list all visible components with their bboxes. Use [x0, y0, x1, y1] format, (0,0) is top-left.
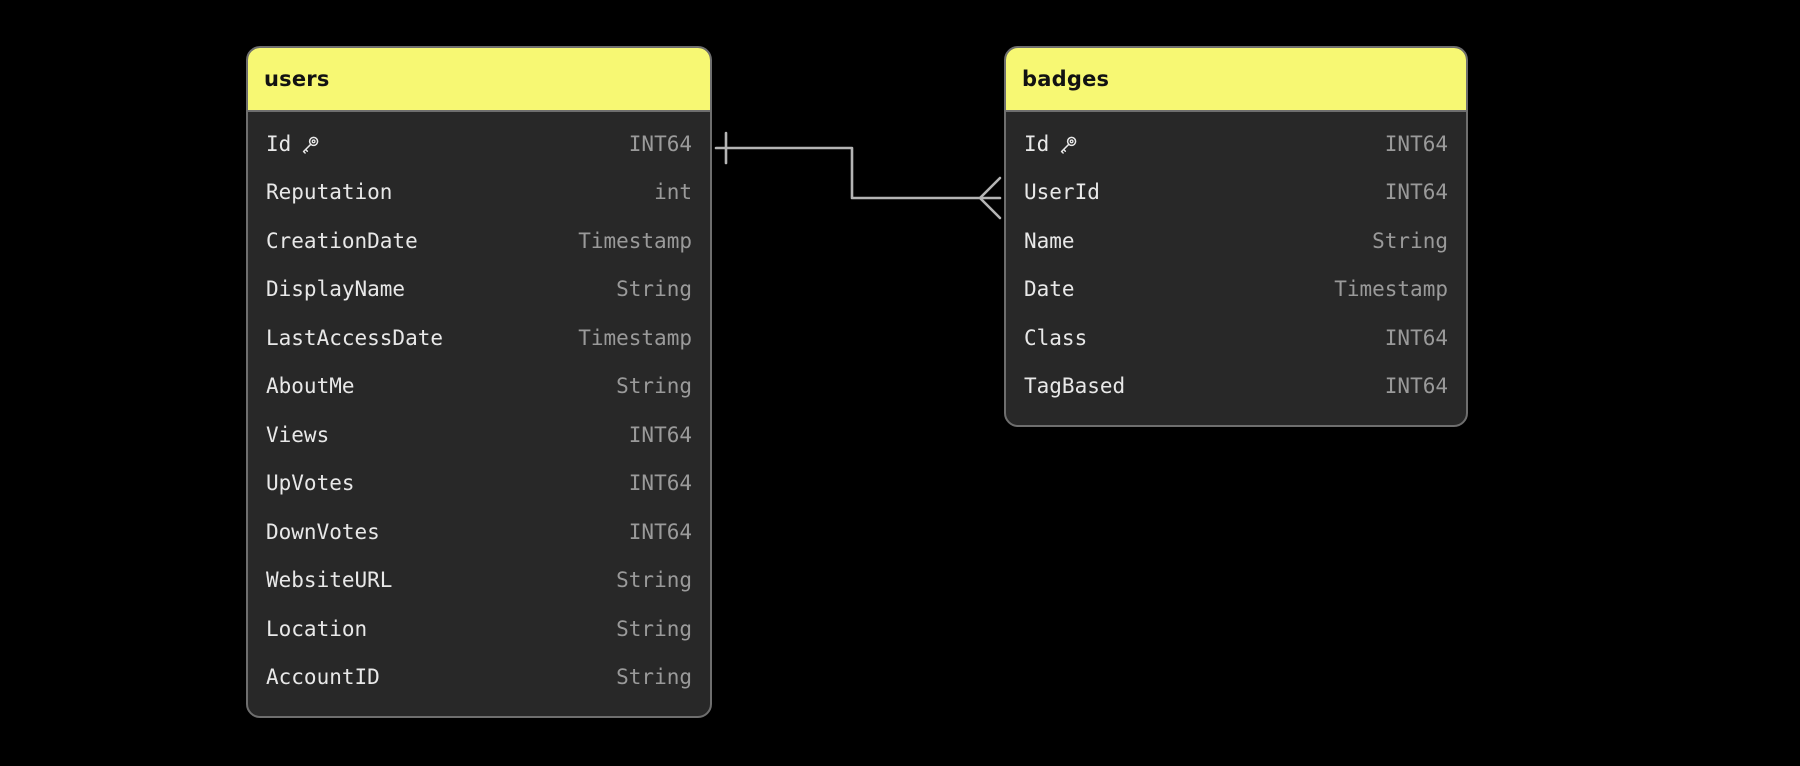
table-header-badges[interactable]: badges	[1006, 48, 1466, 112]
field-label: Location	[266, 616, 368, 641]
field-name-cell: CreationDate	[266, 228, 418, 253]
field-type: Timestamp	[1334, 277, 1448, 302]
relationship-users-badges[interactable]	[714, 131, 1002, 220]
field-label: Id	[1024, 131, 1050, 156]
field-label: Name	[1024, 228, 1075, 253]
field-name-cell: LastAccessDate	[266, 325, 444, 350]
field-type: INT64	[1384, 374, 1448, 399]
field-row-id[interactable]: Id INT64	[248, 120, 710, 169]
field-name-cell: AboutMe	[266, 376, 355, 397]
field-row-lastaccessdate[interactable]: LastAccessDate Timestamp	[248, 314, 710, 363]
field-row-upvotes[interactable]: UpVotes INT64	[248, 460, 710, 509]
field-type: INT64	[1384, 325, 1448, 350]
field-label: LastAccessDate	[266, 325, 444, 350]
table-title-users: users	[264, 66, 330, 91]
table-title-badges: badges	[1022, 66, 1110, 91]
field-type: Timestamp	[578, 325, 692, 350]
field-row-accountid[interactable]: AccountID String	[248, 654, 710, 703]
field-type: String	[616, 665, 692, 690]
entity-table-badges[interactable]: badges Id INT64	[1004, 46, 1468, 427]
field-type: String	[616, 277, 692, 302]
field-name-cell: Views	[266, 422, 330, 447]
field-name-cell: Location	[266, 616, 368, 641]
key-icon	[300, 135, 320, 155]
field-name-cell: Reputation	[266, 182, 392, 203]
field-type: INT64	[628, 471, 692, 496]
field-name-cell: Name	[1024, 228, 1075, 253]
field-label: AboutMe	[266, 374, 355, 399]
field-name-cell: UserId	[1024, 182, 1100, 203]
field-label: UpVotes	[266, 471, 355, 496]
field-label: Views	[266, 422, 330, 447]
field-name-cell: Date	[1024, 279, 1075, 300]
field-type: String	[616, 374, 692, 399]
field-type: INT64	[628, 519, 692, 544]
field-label: AccountID	[266, 665, 380, 690]
field-name-cell: Id	[266, 131, 320, 156]
field-type: INT64	[628, 422, 692, 447]
field-row-tagbased[interactable]: TagBased INT64	[1006, 363, 1466, 412]
entity-table-users[interactable]: users Id INT64	[246, 46, 712, 718]
field-row-name[interactable]: Name String	[1006, 217, 1466, 266]
field-type: INT64	[1384, 180, 1448, 205]
field-name-cell: DisplayName	[266, 279, 405, 300]
field-type: INT64	[1384, 131, 1448, 156]
key-icon	[1058, 135, 1078, 155]
table-header-users[interactable]: users	[248, 48, 710, 112]
field-name-cell: AccountID	[266, 667, 380, 688]
field-row-views[interactable]: Views INT64	[248, 411, 710, 460]
field-row-class[interactable]: Class INT64	[1006, 314, 1466, 363]
field-type: String	[616, 568, 692, 593]
field-row-userid[interactable]: UserId INT64	[1006, 169, 1466, 218]
field-row-aboutme[interactable]: AboutMe String	[248, 363, 710, 412]
field-type: String	[616, 616, 692, 641]
relationship-line	[714, 146, 1002, 200]
field-label: Id	[266, 131, 292, 156]
field-type: String	[1372, 228, 1448, 253]
field-name-cell: DownVotes	[266, 519, 380, 544]
field-row-date[interactable]: Date Timestamp	[1006, 266, 1466, 315]
field-label: DownVotes	[266, 519, 380, 544]
field-row-location[interactable]: Location String	[248, 605, 710, 654]
field-name-cell: UpVotes	[266, 473, 355, 494]
cardinality-many-marker	[978, 176, 1002, 220]
field-row-downvotes[interactable]: DownVotes INT64	[248, 508, 710, 557]
field-row-reputation[interactable]: Reputation int	[248, 169, 710, 218]
field-label: Class	[1024, 325, 1088, 350]
field-row-id[interactable]: Id INT64	[1006, 120, 1466, 169]
field-label: DisplayName	[266, 277, 406, 302]
field-type: int	[654, 180, 692, 205]
field-row-creationdate[interactable]: CreationDate Timestamp	[248, 217, 710, 266]
table-body-users: Id INT64 Reputation	[248, 112, 710, 716]
field-name-cell: WebsiteURL	[266, 570, 392, 591]
field-name-cell: TagBased	[1024, 376, 1125, 397]
field-label: TagBased	[1024, 374, 1126, 399]
field-row-websiteurl[interactable]: WebsiteURL String	[248, 557, 710, 606]
table-body-badges: Id INT64 UserId	[1006, 112, 1466, 425]
field-label: Reputation	[266, 180, 393, 205]
field-type: INT64	[628, 131, 692, 156]
field-row-displayname[interactable]: DisplayName String	[248, 266, 710, 315]
field-label: CreationDate	[266, 228, 418, 253]
field-label: WebsiteURL	[266, 568, 393, 593]
field-name-cell: Class	[1024, 325, 1088, 350]
field-label: Date	[1024, 277, 1075, 302]
field-name-cell: Id	[1024, 131, 1078, 156]
field-label: UserId	[1024, 180, 1100, 205]
field-type: Timestamp	[578, 228, 692, 253]
